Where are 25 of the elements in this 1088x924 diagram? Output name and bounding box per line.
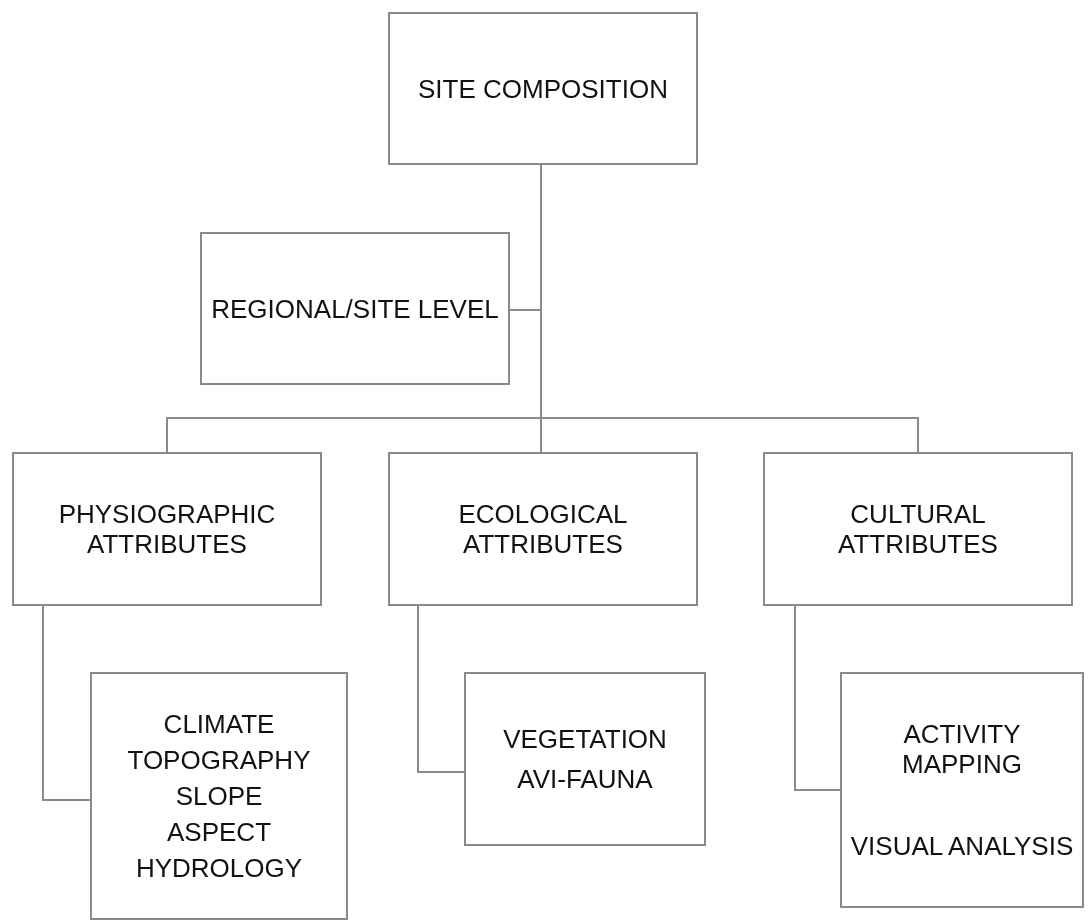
box-label: VEGETATION	[503, 724, 667, 754]
box-label: VISUAL ANALYSIS	[850, 831, 1074, 861]
box-label: AVI-FAUNA	[517, 764, 653, 794]
box-label: CULTURAL ATTRIBUTES	[837, 499, 999, 559]
box-label: CLIMATE	[163, 709, 275, 739]
connector-line	[42, 605, 91, 801]
process-box	[464, 672, 706, 846]
process-box	[763, 452, 1073, 606]
process-box	[388, 452, 698, 606]
process-box	[200, 232, 510, 385]
box-label: REGIONAL/SITE LEVEL	[211, 293, 499, 324]
box-label: SLOPE	[175, 781, 263, 811]
box-label: ASPECT	[167, 817, 271, 847]
connector-line	[417, 605, 465, 773]
box-label: TOPOGRAPHY	[127, 745, 311, 775]
box-label: SITE COMPOSITION	[418, 73, 668, 104]
process-box	[388, 12, 698, 165]
box-label: ACTIVITY MAPPING	[901, 719, 1023, 779]
box-label: ECOLOGICAL ATTRIBUTES	[457, 499, 629, 559]
process-box	[840, 672, 1084, 908]
connector-line	[794, 605, 841, 791]
box-label: PHYSIOGRAPHIC ATTRIBUTES	[57, 499, 277, 559]
process-box	[12, 452, 322, 606]
process-box	[90, 672, 348, 920]
box-label: HYDROLOGY	[135, 853, 303, 883]
